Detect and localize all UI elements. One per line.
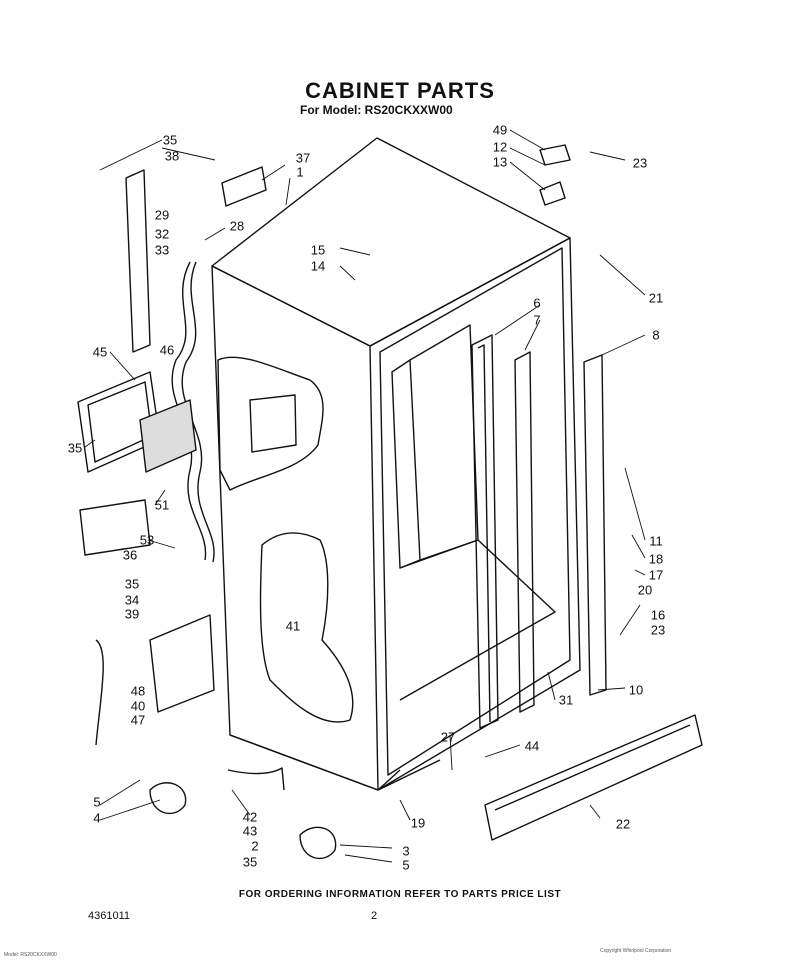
callout-35: 35	[242, 854, 258, 870]
callout-18: 18	[648, 551, 664, 567]
ordering-note: FOR ORDERING INFORMATION REFER TO PARTS …	[238, 889, 562, 900]
callout-1: 1	[296, 164, 304, 180]
divider-post-7	[514, 351, 535, 713]
callout-15: 15	[310, 242, 326, 258]
callout-38: 38	[164, 148, 180, 164]
callout-21: 21	[648, 290, 664, 306]
callout-20: 20	[637, 582, 653, 598]
callout-46: 46	[159, 342, 175, 358]
callout-51: 51	[154, 497, 170, 513]
hinge-13	[539, 181, 566, 206]
callout-11: 11	[649, 533, 663, 549]
callout-40: 40	[130, 698, 146, 714]
callout-41: 41	[285, 618, 301, 634]
callout-35: 35	[124, 576, 140, 592]
callout-17: 17	[648, 567, 664, 583]
page-title: CABINET PARTS	[305, 78, 495, 103]
callout-28: 28	[229, 218, 245, 234]
callout-14: 14	[310, 258, 326, 274]
callout-42: 42	[242, 809, 258, 825]
power-cord-40	[95, 639, 104, 746]
mounting-plate-48	[149, 614, 215, 713]
callout-32: 32	[154, 226, 170, 242]
cabinet-left-side	[211, 265, 379, 791]
callout-3: 3	[402, 843, 410, 859]
callout-47: 47	[130, 712, 146, 728]
callout-6: 6	[533, 295, 541, 311]
callout-34: 34	[124, 592, 140, 608]
callout-48: 48	[130, 683, 146, 699]
hinge-49	[539, 144, 571, 166]
callout-16: 16	[650, 607, 666, 623]
callout-5: 5	[402, 857, 410, 873]
callout-36: 36	[122, 547, 138, 563]
divider-post-6	[471, 334, 499, 729]
fine-print-left: Model: RS20CKXXW00	[4, 952, 57, 958]
trim-strip-8	[583, 354, 607, 696]
callout-13: 13	[492, 154, 508, 170]
document-number: 4361011	[88, 910, 131, 922]
callout-10: 10	[628, 682, 644, 698]
callout-4: 4	[93, 810, 101, 826]
cabinet-front	[369, 237, 581, 791]
cabinet-top	[211, 137, 571, 347]
model-line: For Model: RS20CKXXW00	[300, 103, 453, 117]
callout-37: 37	[295, 150, 311, 166]
callout-8: 8	[652, 327, 660, 343]
callout-43: 43	[242, 823, 258, 839]
callout-35: 35	[67, 440, 83, 456]
callout-23: 23	[632, 155, 648, 171]
callout-19: 19	[410, 815, 426, 831]
callout-45: 45	[92, 344, 108, 360]
roller-4	[149, 782, 187, 815]
callout-12: 12	[492, 139, 508, 155]
callout-29: 29	[154, 207, 170, 223]
toe-grille-22	[484, 714, 703, 841]
tube-42	[227, 767, 285, 791]
page-number: 2	[371, 910, 378, 922]
callout-2: 2	[251, 838, 259, 854]
callout-44: 44	[524, 738, 540, 754]
fine-print-right: Copyright Whirlpool Corporation	[600, 948, 672, 954]
bracket-37	[221, 166, 267, 207]
callout-35: 35	[162, 132, 178, 148]
callout-27: 27	[440, 729, 456, 745]
callout-22: 22	[615, 816, 631, 832]
callout-49: 49	[492, 122, 508, 138]
callout-5: 5	[93, 794, 101, 810]
callout-33: 33	[154, 242, 170, 258]
callout-39: 39	[124, 606, 140, 622]
callout-7: 7	[533, 312, 541, 328]
heater-pad-46	[139, 399, 197, 473]
trim-strip-38	[125, 169, 151, 353]
callout-23: 23	[650, 622, 666, 638]
callout-31: 31	[558, 692, 574, 708]
roller-2	[299, 826, 337, 860]
panel-36	[79, 499, 151, 556]
callout-53: 53	[139, 532, 155, 548]
